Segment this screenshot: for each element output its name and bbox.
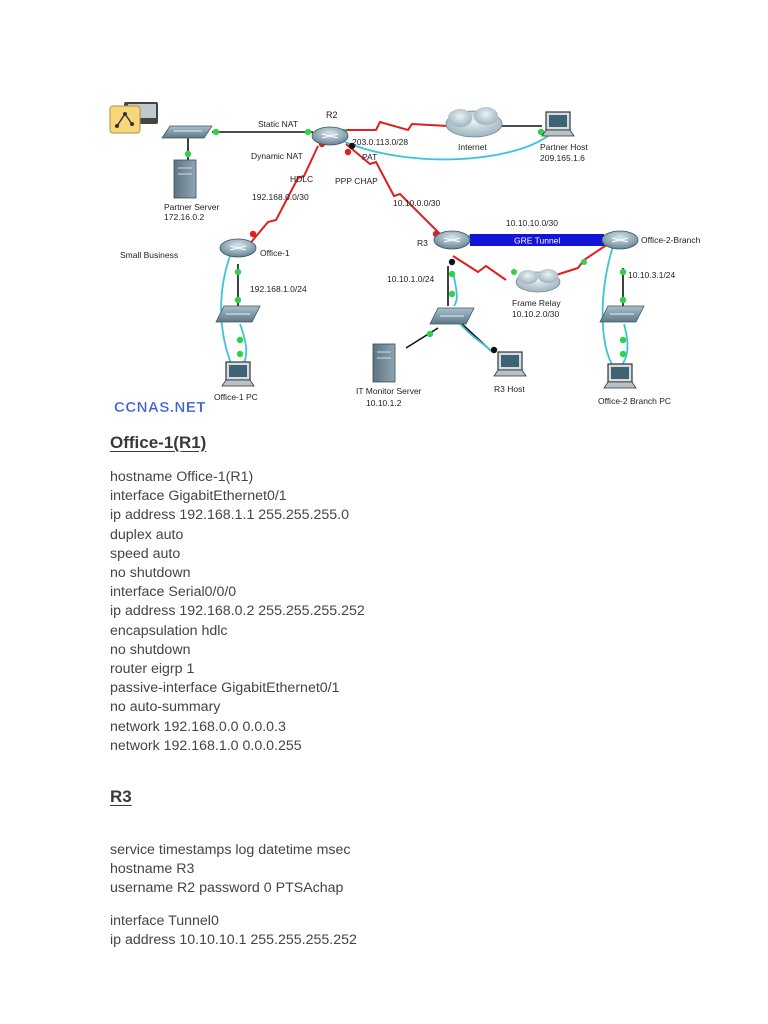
config-line: hostname Office-1(R1) xyxy=(110,469,254,485)
net-192-168-1-label: 192.168.1.0/24 xyxy=(250,284,307,294)
net-203-label: 203.0.113.0/28 xyxy=(352,137,408,147)
router-office1-icon xyxy=(219,238,257,258)
office1-switch-icon xyxy=(215,305,261,323)
partner-host-ip: 209.165.1.6 xyxy=(540,153,585,163)
r3-heading: R3 xyxy=(110,787,132,806)
config-line: no shutdown xyxy=(110,565,191,582)
partner-host-pc-icon xyxy=(541,111,575,137)
office2-pc-label: Office-2 Branch PC xyxy=(598,396,671,406)
config-line: encapsulation hdlc xyxy=(110,622,228,639)
config-line: network 192.168.1.0 0.0.0.255 xyxy=(110,737,302,754)
office1-label: Office-1 xyxy=(260,248,290,258)
router-r3-icon xyxy=(433,230,471,250)
serial-links xyxy=(247,120,609,281)
net-10-10-3-label: 10.10.3.1/24 xyxy=(628,270,676,280)
config-line: service timestamps log datetime msec xyxy=(110,842,351,858)
it-server-label: IT Monitor Server xyxy=(356,386,422,396)
config-line: username R2 password 0 PTSAchap xyxy=(110,880,344,897)
office1-heading: Office-1(R1) xyxy=(110,433,207,452)
office2-pc-icon xyxy=(603,363,637,389)
config-line: network 192.168.0.0 0.0.0.3 xyxy=(110,718,286,735)
net-192-168-0-label: 192.168.0.0/30 xyxy=(252,192,309,202)
config-line: interface Tunnel0 xyxy=(110,913,219,929)
config-line: interface GigabitEthernet0/1 xyxy=(110,488,287,505)
office2-switch-icon xyxy=(599,305,645,323)
config-line: ip address 10.10.10.1 255.255.255.252 xyxy=(110,932,357,949)
config-line: ip address 192.168.0.2 255.255.255.252 xyxy=(110,603,365,620)
gre-tunnel-bar xyxy=(470,234,604,246)
r3-label: R3 xyxy=(417,238,428,248)
it-server-ip: 10.10.1.2 xyxy=(366,398,402,408)
frame-relay-label: Frame Relay xyxy=(512,298,561,308)
office1-pc-label: Office-1 PC xyxy=(214,392,258,402)
office1-config: hostname Office-1(R1) interface GigabitE… xyxy=(110,468,365,756)
frame-relay-net: 10.10.2.0/30 xyxy=(512,309,560,319)
pat-label: PAT xyxy=(362,152,377,162)
net-10-10-0-label: 10.10.0.0/30 xyxy=(393,198,441,208)
partner-server-ip: 172.16.0.2 xyxy=(164,212,204,222)
router-office2-icon xyxy=(601,230,639,250)
network-topology-diagram: GRE Tunnel Partner Server 172.16.0.2 R2 … xyxy=(109,102,701,416)
r3-switch-icon xyxy=(429,307,475,325)
partner-server-label: Partner Server xyxy=(164,202,219,212)
config-line: no auto-summary xyxy=(110,699,221,716)
r3-config-a: service timestamps log datetime msec hos… xyxy=(110,841,350,899)
office1-pc-icon xyxy=(221,361,255,387)
r3-host-pc-icon xyxy=(493,351,527,377)
router-r2-icon xyxy=(311,126,349,146)
internet-label: Internet xyxy=(458,142,487,152)
dynamic-nat-label: Dynamic NAT xyxy=(251,151,303,161)
net-10-10-10-label: 10.10.10.0/30 xyxy=(506,218,558,228)
config-line: duplex auto xyxy=(110,526,184,543)
small-business-label: Small Business xyxy=(120,250,178,260)
gre-tunnel-label: GRE Tunnel xyxy=(514,236,560,246)
internet-cloud-icon xyxy=(445,107,503,138)
static-nat-label: Static NAT xyxy=(258,119,298,129)
hdlc-label: HDLC xyxy=(290,174,313,184)
config-line: speed auto xyxy=(110,545,181,562)
office2-label: Office-2-Branch xyxy=(641,235,701,245)
ppp-chap-label: PPP CHAP xyxy=(335,176,378,186)
partner-switch-icon xyxy=(161,125,213,139)
packet-tracer-logo-icon xyxy=(109,102,158,134)
config-line: hostname R3 xyxy=(110,861,195,878)
config-line: no shutdown xyxy=(110,641,191,658)
r2-label: R2 xyxy=(326,110,338,120)
config-line: interface Serial0/0/0 xyxy=(110,584,237,601)
partner-server-icon xyxy=(173,159,197,199)
r3-host-label: R3 Host xyxy=(494,384,525,394)
ccnas-watermark: CCNAS.NET xyxy=(114,399,206,416)
r3-config-b: interface Tunnel0 ip address 10.10.10.1 … xyxy=(110,912,357,950)
partner-host-label: Partner Host xyxy=(540,142,588,152)
it-monitor-server-icon xyxy=(372,343,396,383)
config-line: router eigrp 1 xyxy=(110,661,195,678)
config-line: ip address 192.168.1.1 255.255.255.0 xyxy=(110,507,350,524)
frame-relay-cloud-icon xyxy=(515,269,561,293)
net-10-10-1-label: 10.10.1.0/24 xyxy=(387,274,435,284)
config-line: passive-interface GigabitEthernet0/1 xyxy=(110,680,340,697)
